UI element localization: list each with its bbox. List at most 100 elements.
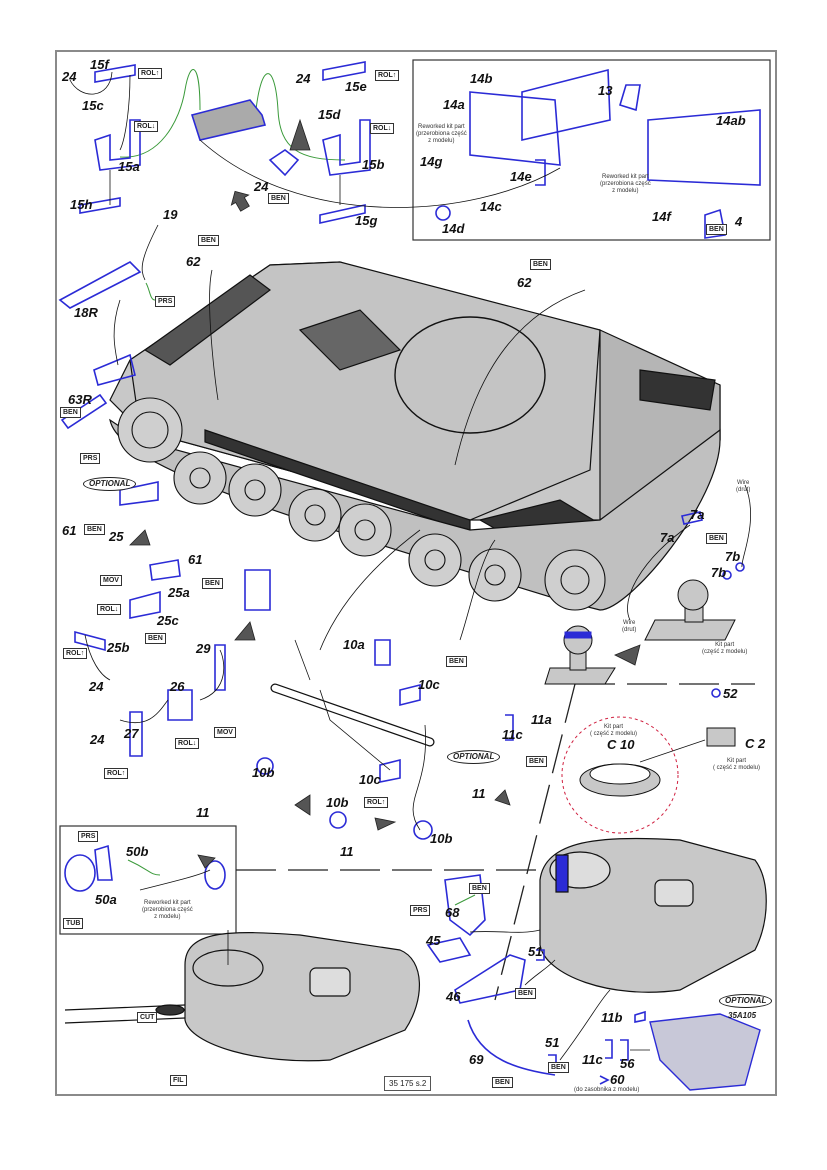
part-label-25c: 25c [157, 613, 179, 628]
part-label-15d: 15d [318, 107, 341, 122]
tag-ben: BEN [60, 407, 81, 418]
part-label-10b: 10b [430, 831, 453, 846]
tag-ben: BEN [492, 1077, 513, 1088]
tag-ben: BEN [198, 235, 219, 246]
tag-ben: BEN [548, 1062, 569, 1073]
pe-parts [58, 61, 761, 1085]
note-reworked-kit-part: Reworked kit part (przerobiona część z m… [416, 124, 467, 144]
note-kit-part: Kit part ( część z modelu) [713, 758, 761, 771]
tag-ben: BEN [469, 883, 490, 894]
headlight-assembly [544, 579, 736, 685]
part-label-7a: 7a [660, 530, 675, 545]
note-wire: Wire (drut) [622, 620, 637, 633]
part-label-7b: 7b [711, 565, 727, 580]
storage-box [649, 1013, 761, 1091]
optional-badge: OPTIONAL [83, 477, 137, 491]
part-label-14f: 14f [652, 209, 671, 224]
tag-rol-down: ROL↓ [175, 738, 200, 749]
part-label-11a: 11a [531, 712, 552, 727]
tag-ben: BEN [706, 533, 727, 544]
tag-prs: PRS [80, 453, 101, 464]
part-label-14g: 14g [420, 154, 443, 169]
part-label-25a: 25a [168, 585, 190, 600]
turret-right [539, 837, 767, 993]
optional-badge: OPTIONAL [719, 994, 773, 1008]
tag-mov: MOV [100, 575, 122, 586]
part-label-15a: 15a [118, 159, 140, 174]
inset-panel-fenders [412, 59, 771, 241]
part-label-27: 27 [124, 726, 139, 741]
part-label-62: 62 [517, 275, 532, 290]
part-label-24: 24 [62, 69, 77, 84]
part-label-10b: 10b [326, 795, 349, 810]
part-label-60: 60 [610, 1072, 625, 1087]
tank-hull [109, 261, 721, 561]
part-label-11c: 11c [582, 1052, 603, 1067]
part-label-10c: 10c [418, 677, 440, 692]
part-label-24: 24 [89, 679, 104, 694]
tag-rol-up: ROL↑ [138, 68, 163, 79]
page-number: 35 175 s.2 [384, 1076, 432, 1091]
tag-rol-down: ROL↓ [370, 123, 395, 134]
part-label-c10: C 10 [607, 737, 635, 752]
note-wire: Wire (drut) [736, 480, 751, 493]
tag-ben: BEN [515, 988, 536, 999]
part-label-69: 69 [469, 1052, 484, 1067]
part-label-26: 26 [170, 679, 185, 694]
part-label-14ab: 14ab [716, 113, 746, 128]
tag-mov: MOV [214, 727, 236, 738]
tag-rol-up: ROL↑ [375, 70, 400, 81]
part-label-15c: 15c [82, 98, 104, 113]
tag-ben: BEN [706, 224, 727, 235]
part-label-19: 19 [163, 207, 178, 222]
part-label-4: 4 [735, 214, 743, 229]
tag-rol-down: ROL↓ [97, 604, 122, 615]
note-kit-part: Kit part (część z modelu) [702, 642, 748, 655]
tag-ben: BEN [530, 259, 551, 270]
part-label-10c: 10c [359, 772, 381, 787]
part-label-52: 52 [723, 686, 738, 701]
part-label-63r: 63R [68, 392, 92, 407]
optional-badge: OPTIONAL [447, 750, 501, 764]
tag-rol-up: ROL↑ [63, 648, 88, 659]
part-label-24: 24 [254, 179, 269, 194]
part-label-51: 51 [528, 944, 543, 959]
part-label-11: 11 [472, 786, 486, 801]
part-label-14b: 14b [470, 71, 493, 86]
turret-ring-detail [561, 716, 736, 834]
part-label-18r: 18R [74, 305, 98, 320]
part-label-15g: 15g [355, 213, 378, 228]
part-label-11c: 11c [502, 727, 523, 742]
part-label-61: 61 [62, 523, 77, 538]
part-label-14a: 14a [443, 97, 465, 112]
part-label-24: 24 [90, 732, 105, 747]
part-label-62: 62 [186, 254, 201, 269]
part-label-7b: 7b [725, 549, 741, 564]
part-label-29: 29 [196, 641, 211, 656]
part-label-15e: 15e [345, 79, 367, 94]
part-label-61: 61 [188, 552, 203, 567]
optional-code: 35A105 [728, 1011, 757, 1020]
part-label-10a: 10a [343, 637, 365, 652]
tag-prs: PRS [155, 296, 176, 307]
tag-prs: PRS [410, 905, 431, 916]
note-reworked-kit-part: Reworked kit part (przerobiona część z m… [600, 174, 651, 194]
part-label-50b: 50b [126, 844, 149, 859]
note-to-kit-box: (do zasobnika z modelu) [574, 1087, 640, 1093]
part-label-11b: 11b [601, 1010, 623, 1025]
direction-arrows [129, 118, 641, 869]
road-wheels [117, 397, 606, 611]
part-label-7a: 7a [690, 507, 705, 522]
part-label-10b: 10b [252, 765, 275, 780]
green-guide-lines [119, 69, 476, 906]
part-label-11: 11 [196, 805, 210, 820]
part-label-14e: 14e [510, 169, 532, 184]
tag-fil: FIL [170, 1075, 187, 1086]
part-label-68: 68 [445, 905, 460, 920]
tag-prs: PRS [78, 831, 99, 842]
note-reworked-kit-part: Reworked kit part (przerobiona część z m… [142, 900, 193, 920]
tag-rol-down: ROL↓ [134, 121, 159, 132]
part-label-11: 11 [340, 844, 354, 859]
part-label-14c: 14c [480, 199, 502, 214]
